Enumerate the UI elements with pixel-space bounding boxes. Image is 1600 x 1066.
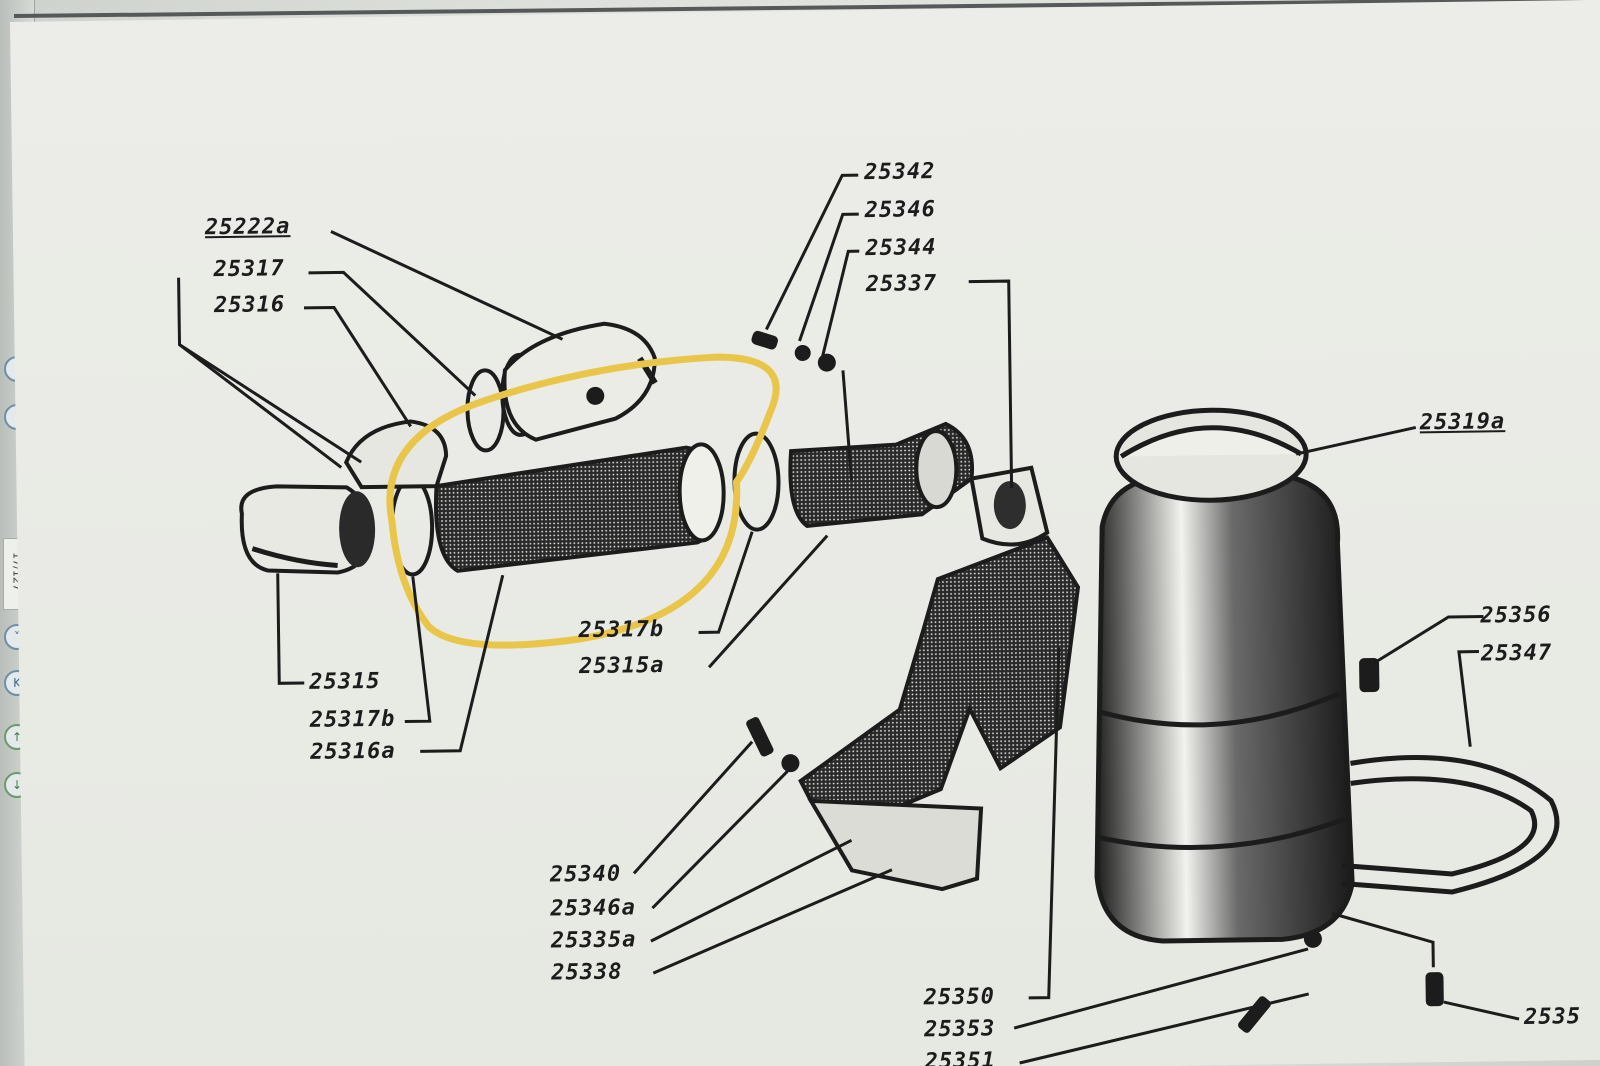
part-label-25316a: 25316a: [310, 738, 396, 765]
part-label-25344: 25344: [865, 235, 937, 262]
part-label-25342: 25342: [864, 159, 936, 186]
part-label-25315a: 25315a: [578, 652, 665, 680]
part-label-25315: 25315: [309, 668, 381, 695]
skip-first-icon: K: [13, 676, 21, 690]
part-label-25347: 25347: [1480, 640, 1553, 667]
outlet-flange-25315a: [788, 421, 1050, 547]
leader-lines: [177, 173, 1520, 1065]
part-label-25346a: 25346a: [550, 895, 637, 922]
part-label-25317: 25317: [213, 256, 285, 283]
part-label-25340: 25340: [549, 861, 622, 888]
part-label-25222a: 25222a: [204, 214, 291, 241]
part-label-25317b-left: 25317b: [309, 706, 396, 733]
part-label-25351: 25351: [924, 1048, 997, 1066]
part-label-25353: 25353: [923, 1016, 996, 1043]
part-label-25350: 25350: [923, 984, 996, 1011]
document-page: 25222a 25317 25316 25342 25346 25344 253…: [10, 0, 1600, 1066]
part-label-25337: 25337: [865, 271, 938, 298]
part-label-25346: 25346: [864, 197, 937, 224]
arrow-up-icon: ↑: [11, 730, 23, 744]
tank-strap-25347: [1341, 754, 1560, 895]
air-filter-tank-25319a: [1094, 407, 1355, 944]
part-label-25316: 25316: [213, 292, 286, 319]
part-label-25317b-right: 25317b: [578, 616, 665, 644]
yellow-highlight-loop: [386, 353, 780, 649]
intake-hose-tube-25316a: [434, 442, 726, 573]
mounting-bracket-25338: [798, 535, 1081, 892]
part-label-25356: 25356: [1480, 602, 1552, 629]
part-label-25319a: 25319a: [1419, 409, 1506, 436]
elbow-pipe-25222a: [502, 321, 658, 442]
arrow-down-icon: ↓: [11, 778, 23, 792]
part-label-25335a: 25335a: [550, 927, 637, 954]
part-label-2535-cut: 2535: [1523, 1004, 1582, 1030]
chevron-down-icon: ˅: [14, 630, 20, 644]
exploded-parts-diagram: [177, 173, 1560, 1065]
part-label-25338: 25338: [551, 959, 623, 986]
air-intake-cap-25315: [239, 484, 376, 575]
